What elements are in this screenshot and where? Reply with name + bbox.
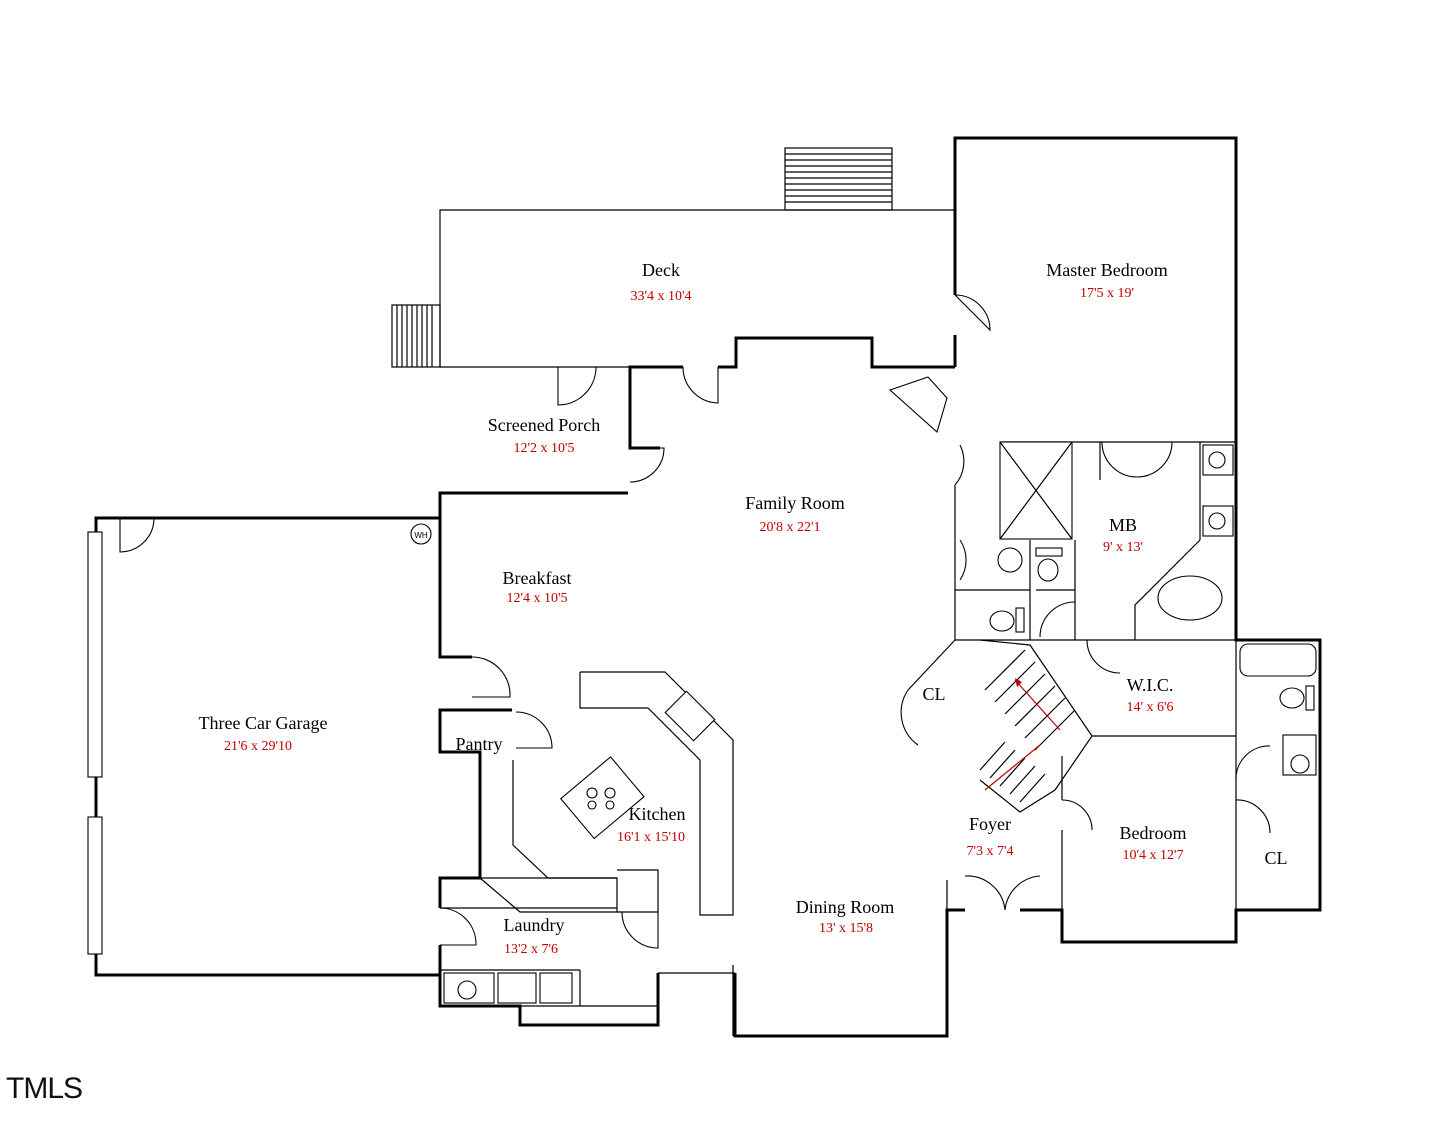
- toilet-icon: [1035, 547, 1063, 582]
- room-name-closet: CL: [922, 684, 945, 704]
- sink-icon: [997, 547, 1023, 573]
- room-dims-kitchen: 16'1 x 15'10: [617, 830, 685, 845]
- room-dims-screened-porch: 12'2 x 10'5: [513, 441, 574, 456]
- room-dims-laundry: 13'2 x 7'6: [504, 942, 558, 957]
- toilet-icon: [989, 607, 1025, 633]
- room-name-screened-porch: Screened Porch: [488, 415, 600, 435]
- room-dims-dining-room: 13' x 15'8: [819, 921, 873, 936]
- watermark-logo: TMLS: [6, 1072, 83, 1105]
- room-name-dining-room: Dining Room: [796, 897, 895, 917]
- room-dims-foyer: 7'3 x 7'4: [966, 844, 1013, 859]
- stairs: [979, 639, 1093, 813]
- room-name-family-room: Family Room: [745, 493, 845, 513]
- cooktop-icon: [559, 756, 645, 840]
- room-dims-deck: 33'4 x 10'4: [630, 289, 691, 304]
- room-name-master-bedroom: Master Bedroom: [1046, 260, 1167, 280]
- sink-icon: [1282, 734, 1317, 776]
- room-name-closet: CL: [1264, 848, 1287, 868]
- bathtub-icon: [1239, 643, 1317, 677]
- sink-icon: [1202, 444, 1234, 476]
- garage-door-icon: [87, 531, 103, 955]
- deck-stairs-top: [784, 147, 893, 211]
- room-name-kitchen: Kitchen: [629, 804, 686, 824]
- room-labels: Deck 33'4 x 10'4 Master Bedroom 17'5 x 1…: [199, 260, 1288, 957]
- room-name-breakfast: Breakfast: [503, 568, 572, 588]
- sink-icon: [1202, 505, 1234, 537]
- shower-icon: [999, 441, 1073, 540]
- svg-text:WH: WH: [414, 531, 428, 540]
- water-heater-icon: WH: [410, 523, 432, 545]
- deck-stairs-left: [391, 304, 441, 368]
- room-name-foyer: Foyer: [969, 814, 1011, 834]
- bathtub-icon: [1157, 575, 1223, 621]
- dryer-icon: [539, 972, 573, 1004]
- toilet-icon: [1279, 685, 1315, 711]
- room-dims-family-room: 20'8 x 22'1: [759, 520, 820, 535]
- room-name-bedroom: Bedroom: [1120, 823, 1187, 843]
- doors: [119, 294, 1271, 949]
- room-dims-wic: 14' x 6'6: [1126, 700, 1173, 715]
- fireplace-icon: [888, 376, 948, 433]
- sink-icon: [664, 690, 716, 742]
- laundry-sink-icon: [443, 972, 495, 1004]
- fixtures: WH: [87, 376, 1317, 1004]
- room-name-deck: Deck: [642, 260, 680, 280]
- room-name-garage: Three Car Garage: [199, 713, 328, 733]
- room-name-laundry: Laundry: [504, 915, 565, 935]
- washer-icon: [497, 972, 537, 1004]
- room-dims-breakfast: 12'4 x 10'5: [506, 591, 567, 606]
- room-name-master-bath: MB: [1109, 515, 1137, 535]
- room-dims-garage: 21'6 x 29'10: [224, 739, 292, 754]
- deck-area: [391, 147, 955, 368]
- room-name-wic: W.I.C.: [1127, 675, 1174, 695]
- room-dims-master-bedroom: 17'5 x 19': [1080, 286, 1134, 301]
- room-name-pantry: Pantry: [456, 734, 503, 754]
- room-dims-bedroom: 10'4 x 12'7: [1122, 848, 1183, 863]
- room-dims-master-bath: 9' x 13': [1103, 540, 1143, 555]
